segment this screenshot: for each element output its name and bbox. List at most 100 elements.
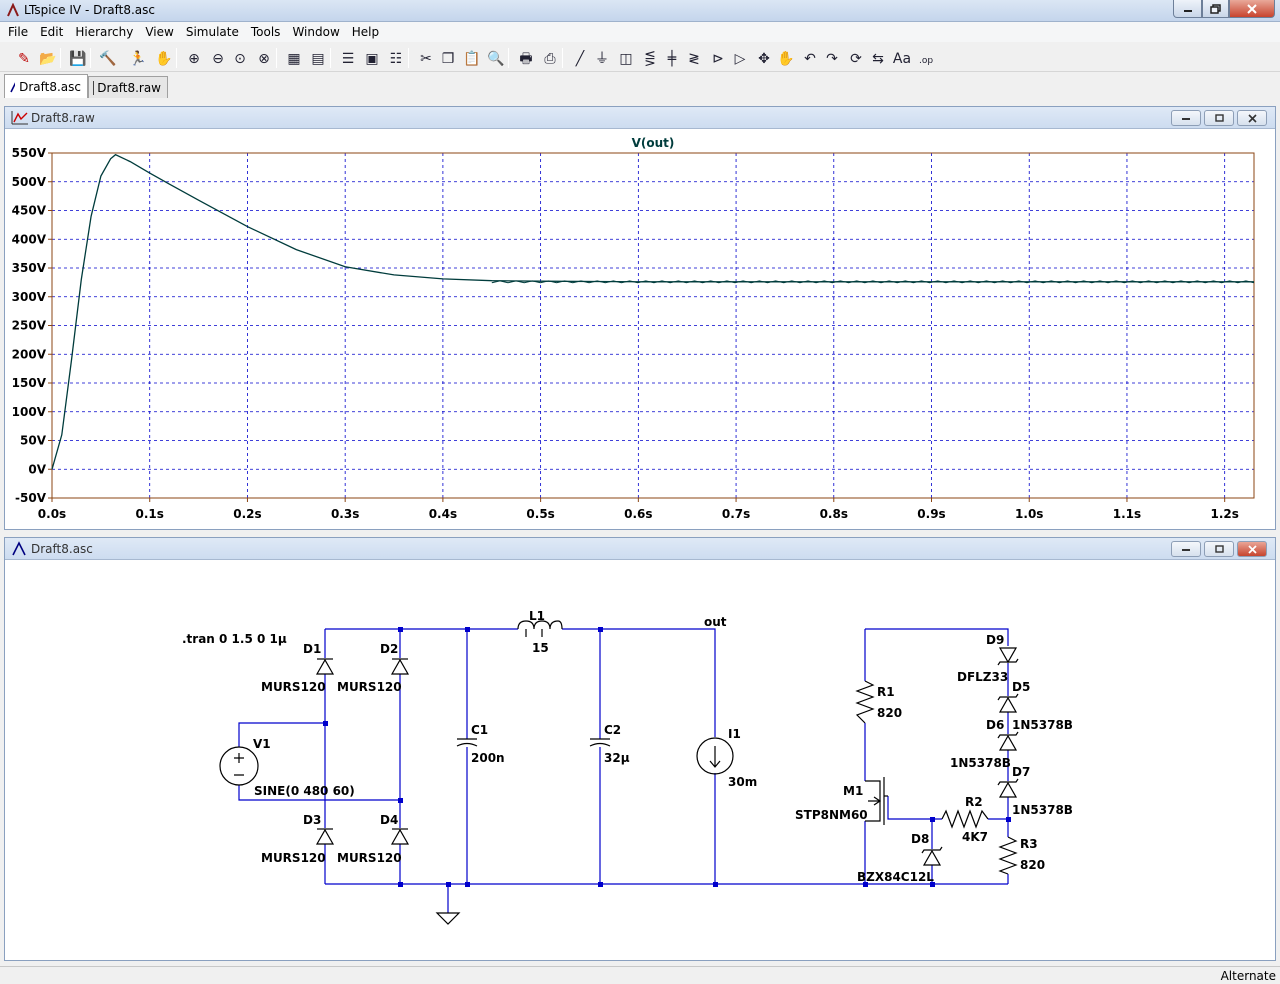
plot-settings-button[interactable]: ▤ (308, 48, 328, 68)
tab-draft8-raw[interactable]: Draft8.raw (88, 76, 168, 98)
y-tick-label: 300V (12, 290, 47, 304)
mirror-icon: ⇆ (872, 51, 884, 67)
print-button[interactable]: ⎙ (540, 48, 560, 68)
find-button[interactable]: 🔍 (486, 48, 506, 68)
y-tick-label: 350V (12, 261, 47, 275)
tile-horizontal-button[interactable]: ☰ (338, 48, 358, 68)
undo-button[interactable]: ↶ (800, 48, 820, 68)
schematic-icon (10, 81, 16, 92)
resistor-button[interactable]: ⋚ (640, 48, 660, 68)
menu-simulate[interactable]: Simulate (185, 25, 239, 39)
toolbar-separator (330, 48, 331, 68)
autorange-button[interactable]: ▦ (284, 48, 304, 68)
control-panel-icon: 🔨 (99, 50, 116, 67)
waveform-restore-button[interactable] (1204, 110, 1234, 126)
svg-text:✎: ✎ (18, 51, 30, 67)
svg-text:⎙: ⎙ (544, 51, 555, 67)
maximize-button[interactable] (1202, 0, 1229, 18)
menu-file[interactable]: File (8, 25, 29, 39)
y-tick-label: 500V (12, 175, 47, 189)
close-button[interactable] (1229, 0, 1275, 18)
schematic-minimize-button[interactable] (1171, 541, 1201, 557)
label-r1-value: 820 (877, 706, 902, 720)
label-d1: D1 (303, 642, 321, 656)
svg-text:⊙: ⊙ (234, 51, 246, 67)
cut-button[interactable]: ✂ (416, 48, 436, 68)
ground-button[interactable]: ⏚ (592, 48, 612, 68)
move-icon: ✥ (758, 51, 770, 67)
waveform-window-title: Draft8.raw (31, 111, 95, 125)
svg-text:.op: .op (919, 56, 933, 66)
minimize-button[interactable] (1173, 0, 1202, 18)
menu-window[interactable]: Window (292, 25, 340, 39)
label-r1: R1 (877, 685, 895, 699)
svg-text:🔍: 🔍 (487, 49, 504, 67)
save-button[interactable]: 💾 (68, 48, 88, 68)
label-m1: M1 (843, 784, 863, 798)
paste-button[interactable]: 📋 (462, 48, 482, 68)
x-tick-label: 0.6s (624, 507, 652, 521)
component-icon: ▷ (735, 51, 746, 67)
print-setup-button[interactable]: 🖶 (516, 48, 536, 68)
wire-button[interactable]: ╱ (570, 48, 590, 68)
run-button[interactable]: 🏃 (128, 48, 148, 68)
print-setup-icon: 🖶 (519, 51, 532, 67)
copy-button[interactable]: ❐ (438, 48, 458, 68)
menu-help[interactable]: Help (351, 25, 380, 39)
document-tabs: Draft8.asc Draft8.raw (0, 74, 1280, 98)
halt-button[interactable]: ✋ (154, 48, 174, 68)
diode-d1 (315, 658, 335, 675)
toolbar: ✎ 📂 💾 🔨 🏃 ✋ ⊕⊖ ⊙ ⊗ ▦▤ ☰▣☷ ✂ ❐📋 🔍 🖶 ⎙ ╱⏚◫⋚╪≷⊳ ▷ ✥ ✋ ↶ ↷ ⟳ ⇆ Aa .op (0, 44, 1280, 72)
label-d8-model: BZX84C12L (857, 870, 934, 884)
y-tick-label: 150V (12, 376, 47, 390)
tab-draft8-asc[interactable]: Draft8.asc (4, 74, 88, 98)
y-tick-label: 50V (20, 434, 47, 448)
new-schematic-button[interactable]: ✎ (14, 48, 34, 68)
spice-directive[interactable]: .tran 0 1.5 0 1µ (182, 632, 287, 646)
open-icon: 📂 (39, 51, 56, 67)
label-v1: V1 (253, 737, 271, 751)
zoom-out-button[interactable]: ⊖ (208, 48, 228, 68)
text-button[interactable]: Aa (892, 48, 912, 68)
run-icon: 🏃 (129, 50, 146, 67)
move-button[interactable]: ✥ (754, 48, 774, 68)
svg-text:🖶: 🖶 (519, 51, 532, 67)
component-button[interactable]: ▷ (730, 48, 750, 68)
inductor-button[interactable]: ≷ (684, 48, 704, 68)
control-panel-button[interactable]: 🔨 (98, 48, 118, 68)
mirror-button[interactable]: ⇆ (868, 48, 888, 68)
schematic-close-button[interactable] (1237, 541, 1267, 557)
zoom-in-button[interactable]: ⊕ (184, 48, 204, 68)
series-line-vout (51, 153, 1254, 470)
menu-tools[interactable]: Tools (250, 25, 281, 39)
svg-text:↶: ↶ (804, 51, 816, 67)
diode-button[interactable]: ⊳ (708, 48, 728, 68)
y-tick-label: 450V (12, 204, 47, 218)
tile-vertical-button[interactable]: ☷ (386, 48, 406, 68)
rotate-icon: ⟳ (850, 51, 862, 67)
spice-directive-button[interactable]: .op (916, 48, 936, 68)
cascade-button[interactable]: ▣ (362, 48, 382, 68)
schematic-canvas[interactable]: .tran 0 1.5 0 1µ D1 MURS120 D2 MURS120 D… (5, 560, 1275, 960)
x-tick-label: 0.9s (917, 507, 945, 521)
menu-view[interactable]: View (145, 25, 174, 39)
toolbar-separator (176, 48, 177, 68)
zoom-cancel-button[interactable]: ⊗ (254, 48, 274, 68)
waveform-close-button[interactable] (1237, 110, 1267, 126)
menu-edit[interactable]: Edit (40, 25, 64, 39)
rotate-button[interactable]: ⟳ (846, 48, 866, 68)
waveform-minimize-button[interactable] (1171, 110, 1201, 126)
menu-hierarchy[interactable]: Hierarchy (75, 25, 134, 39)
redo-button[interactable]: ↷ (822, 48, 842, 68)
open-button[interactable]: 📂 (38, 48, 58, 68)
capacitor-button[interactable]: ╪ (662, 48, 682, 68)
drag-button[interactable]: ✋ (776, 48, 796, 68)
label-button[interactable]: ◫ (616, 48, 636, 68)
y-tick-label: 100V (12, 405, 47, 419)
x-tick-label: 0.8s (820, 507, 848, 521)
schematic-restore-button[interactable] (1204, 541, 1234, 557)
zoom-fit-button[interactable]: ⊙ (230, 48, 250, 68)
x-tick-label: 0.5s (526, 507, 554, 521)
cut-icon: ✂ (420, 51, 432, 67)
